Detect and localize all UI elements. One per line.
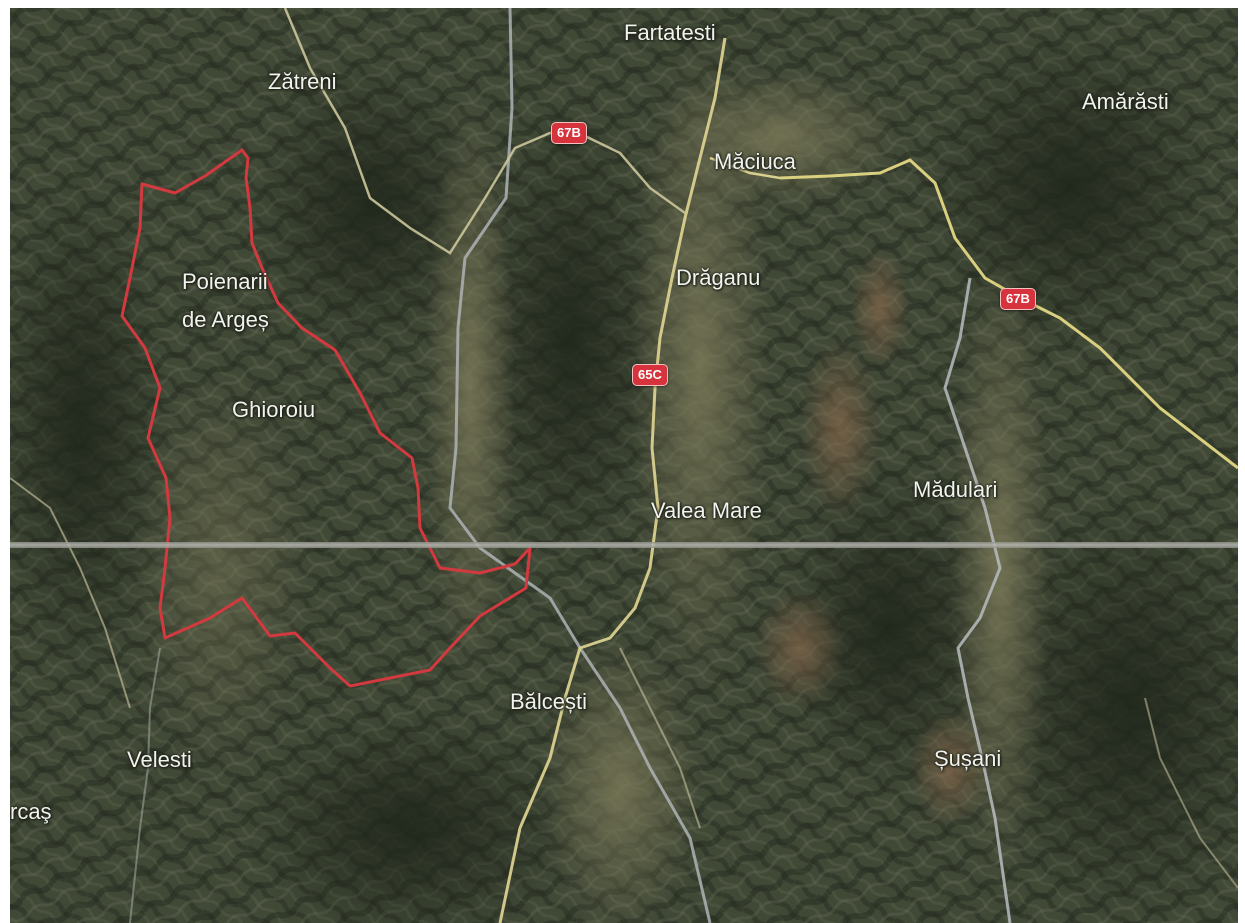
place-label-rcas[interactable]: rcaş <box>10 799 52 824</box>
place-label-maciuca[interactable]: Măciuca <box>714 149 796 174</box>
commune-boundary-outline <box>120 148 532 688</box>
place-label-valea-mare[interactable]: Valea Mare <box>651 498 762 523</box>
road-shield-67b-north[interactable]: 67B <box>551 122 587 144</box>
place-label-balcesti[interactable]: Bălcești <box>510 689 588 714</box>
place-label-madulari[interactable]: Mădulari <box>913 477 998 502</box>
place-label-draganu[interactable]: Drăganu <box>676 265 761 290</box>
road-shield-67b-east[interactable]: 67B <box>1000 288 1036 310</box>
road-shield-65c[interactable]: 65C <box>632 364 668 386</box>
map-terrain-layer <box>10 8 1238 923</box>
place-label-velesti[interactable]: Velesti <box>127 747 192 772</box>
place-label-fartatesti[interactable]: Fartatesti <box>624 20 716 45</box>
satellite-map[interactable]: Fartatesti Zătreni Amărăsti Măciuca Poie… <box>10 8 1238 923</box>
scan-artifact-line <box>10 542 1238 548</box>
place-label-amarasti[interactable]: Amărăsti <box>1082 89 1169 114</box>
place-label-susani[interactable]: Șușani <box>934 746 1002 771</box>
place-label-de-arges[interactable]: de Argeș <box>182 307 269 332</box>
place-label-ghioroiu[interactable]: Ghioroiu <box>232 397 316 422</box>
place-label-zatreni[interactable]: Zătreni <box>268 69 337 94</box>
place-label-poienarii[interactable]: Poienarii <box>182 269 268 294</box>
